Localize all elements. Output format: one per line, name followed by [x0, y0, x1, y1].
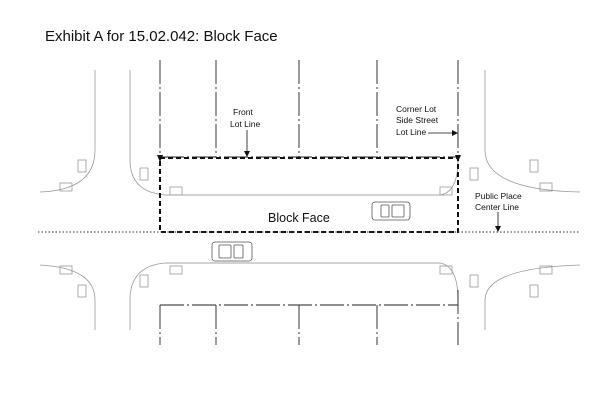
label-public-2: Center Line [475, 202, 519, 212]
curb-lines [39, 70, 581, 330]
lot-lines-lower [159, 290, 459, 345]
label-public-1: Public Place [475, 191, 522, 201]
label-corner-3: Lot Line [396, 127, 427, 137]
exhibit-title: Exhibit A for 15.02.042: Block Face [45, 28, 278, 45]
car-lower [211, 241, 253, 262]
label-corner-2: Side Street [396, 115, 439, 125]
center-line-arrow [495, 226, 501, 232]
front-lot-line-arrow [244, 151, 250, 157]
curb-ramps [59, 159, 553, 298]
corner-lot-arrow [452, 130, 458, 136]
label-front-2: Lot Line [230, 119, 261, 129]
car-upper [371, 201, 411, 221]
label-block-face: Block Face [268, 211, 330, 225]
label-front-1: Front [233, 107, 253, 117]
label-corner-1: Corner Lot [396, 104, 437, 114]
